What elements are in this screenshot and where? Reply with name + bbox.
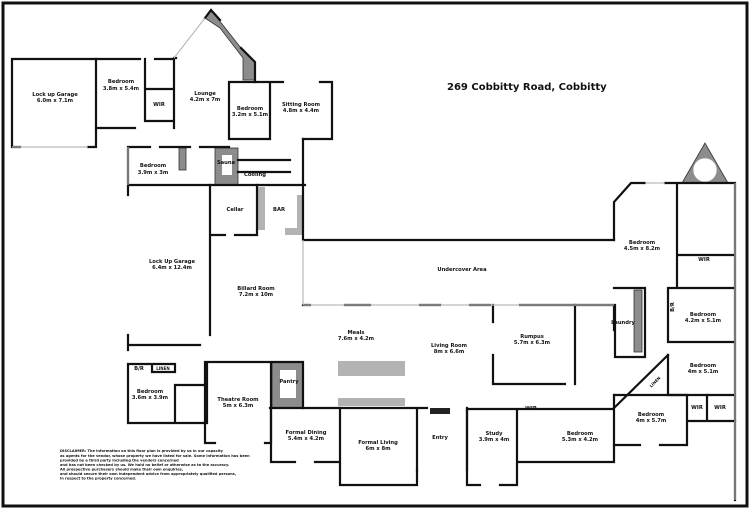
disclaimer: DISCLAIMER: The information on this floo…: [60, 449, 250, 481]
room-name: Laundry: [611, 320, 635, 326]
room-name: Bedroom: [567, 431, 593, 437]
room-size: 3.8m x 5.4m: [103, 86, 139, 92]
glazing: [12, 17, 736, 500]
room-name: Living Room: [431, 343, 467, 349]
room-name: WIR: [525, 406, 537, 412]
room-size: 4.2m x 5.1m: [685, 318, 721, 324]
room-name: Lock up Garage: [32, 92, 78, 98]
room-name: Bedroom: [690, 312, 716, 318]
room-size: 7.6m x 4.2m: [338, 336, 374, 342]
room-name: Cellar: [227, 207, 244, 213]
room-name: Bedroom: [237, 106, 263, 112]
svg-text:provided by a third party incl: provided by a third party including the …: [60, 459, 179, 463]
small-label: B/R: [134, 366, 144, 372]
room-size: 4m x 5.7m: [636, 418, 667, 424]
room-name: Cooling: [244, 172, 266, 178]
room-name: Entry: [432, 435, 448, 441]
fixtures: [178, 9, 729, 414]
room-name: Meals: [347, 330, 364, 336]
room-size: 6m x 8m: [366, 446, 391, 452]
small-label: B/R: [670, 302, 676, 312]
small-label: LINEN: [648, 375, 661, 388]
room-size: 5.3m x 4.2m: [562, 437, 598, 443]
room-name: Rumpus: [520, 334, 544, 340]
room-name: Formal Dining: [286, 430, 327, 436]
room-name: Lounge: [194, 91, 216, 97]
room-size: 4.8m x 4.4m: [283, 108, 319, 114]
room-size: 5m x 6.3m: [223, 403, 254, 409]
room-name: WIR: [153, 102, 165, 108]
room-size: 3.9m x 4m: [479, 437, 510, 443]
room-name: Bedroom: [690, 363, 716, 369]
svg-text:and should secure their own in: and should secure their own independent …: [60, 472, 236, 476]
room-size: 6.4m x 12.4m: [152, 265, 192, 271]
room-name: Sauna: [217, 160, 236, 166]
room-name: WIR: [691, 405, 703, 411]
svg-text:in respect to the property con: in respect to the property concerned.: [60, 477, 136, 481]
room-size: 5.4m x 4.2m: [288, 436, 324, 442]
property-title: 269 Cobbitty Road, Cobbitty: [447, 82, 607, 93]
room-name: Bedroom: [137, 389, 163, 395]
room-name: Bedroom: [140, 163, 166, 169]
room-name: Sitting Room: [282, 102, 320, 108]
room-name: Formal Living: [358, 440, 398, 446]
room-name: Bedroom: [629, 240, 655, 246]
svg-text:and has not been checked by us: and has not been checked by us. We hold …: [60, 463, 229, 467]
room-name: Billard Room: [237, 286, 274, 292]
room-name: Bedroom: [108, 79, 134, 85]
svg-text:DISCLAIMER: The information on: DISCLAIMER: The information on this floo…: [60, 449, 224, 453]
room-size: 4.5m x 8.2m: [624, 246, 660, 252]
room-size: 3.6m x 3.9m: [132, 395, 168, 401]
room-size: 3.9m x 3m: [138, 170, 169, 176]
svg-text:All prospective purchasers sho: All prospective purchasers should make t…: [60, 468, 183, 472]
room-size: 7.2m x 10m: [239, 292, 273, 298]
room-name: BAR: [273, 207, 285, 213]
room-name: Undercover Area: [437, 267, 487, 273]
room-size: 8m x 6.6m: [434, 349, 465, 355]
room-size: 4m x 5.1m: [688, 369, 719, 375]
room-size: 3.2m x 5.1m: [232, 112, 268, 118]
room-name: WIR: [714, 405, 726, 411]
room-size: 6.0m x 7.1m: [37, 98, 73, 104]
room-name: Lock Up Garage: [149, 259, 195, 265]
room-name: Bedroom: [638, 412, 664, 418]
room-size: 5.7m x 6.3m: [514, 340, 550, 346]
svg-text:as agents for the vendor, whos: as agents for the vendor, whose property…: [60, 454, 250, 458]
small-label: LINEN: [156, 366, 169, 371]
room-name: WIR: [698, 257, 710, 263]
room-size: 4.2m x 7m: [190, 97, 221, 103]
room-name: Study: [485, 431, 503, 437]
room-name: Pantry: [279, 379, 299, 385]
room-name: Theatre Room: [217, 397, 258, 403]
